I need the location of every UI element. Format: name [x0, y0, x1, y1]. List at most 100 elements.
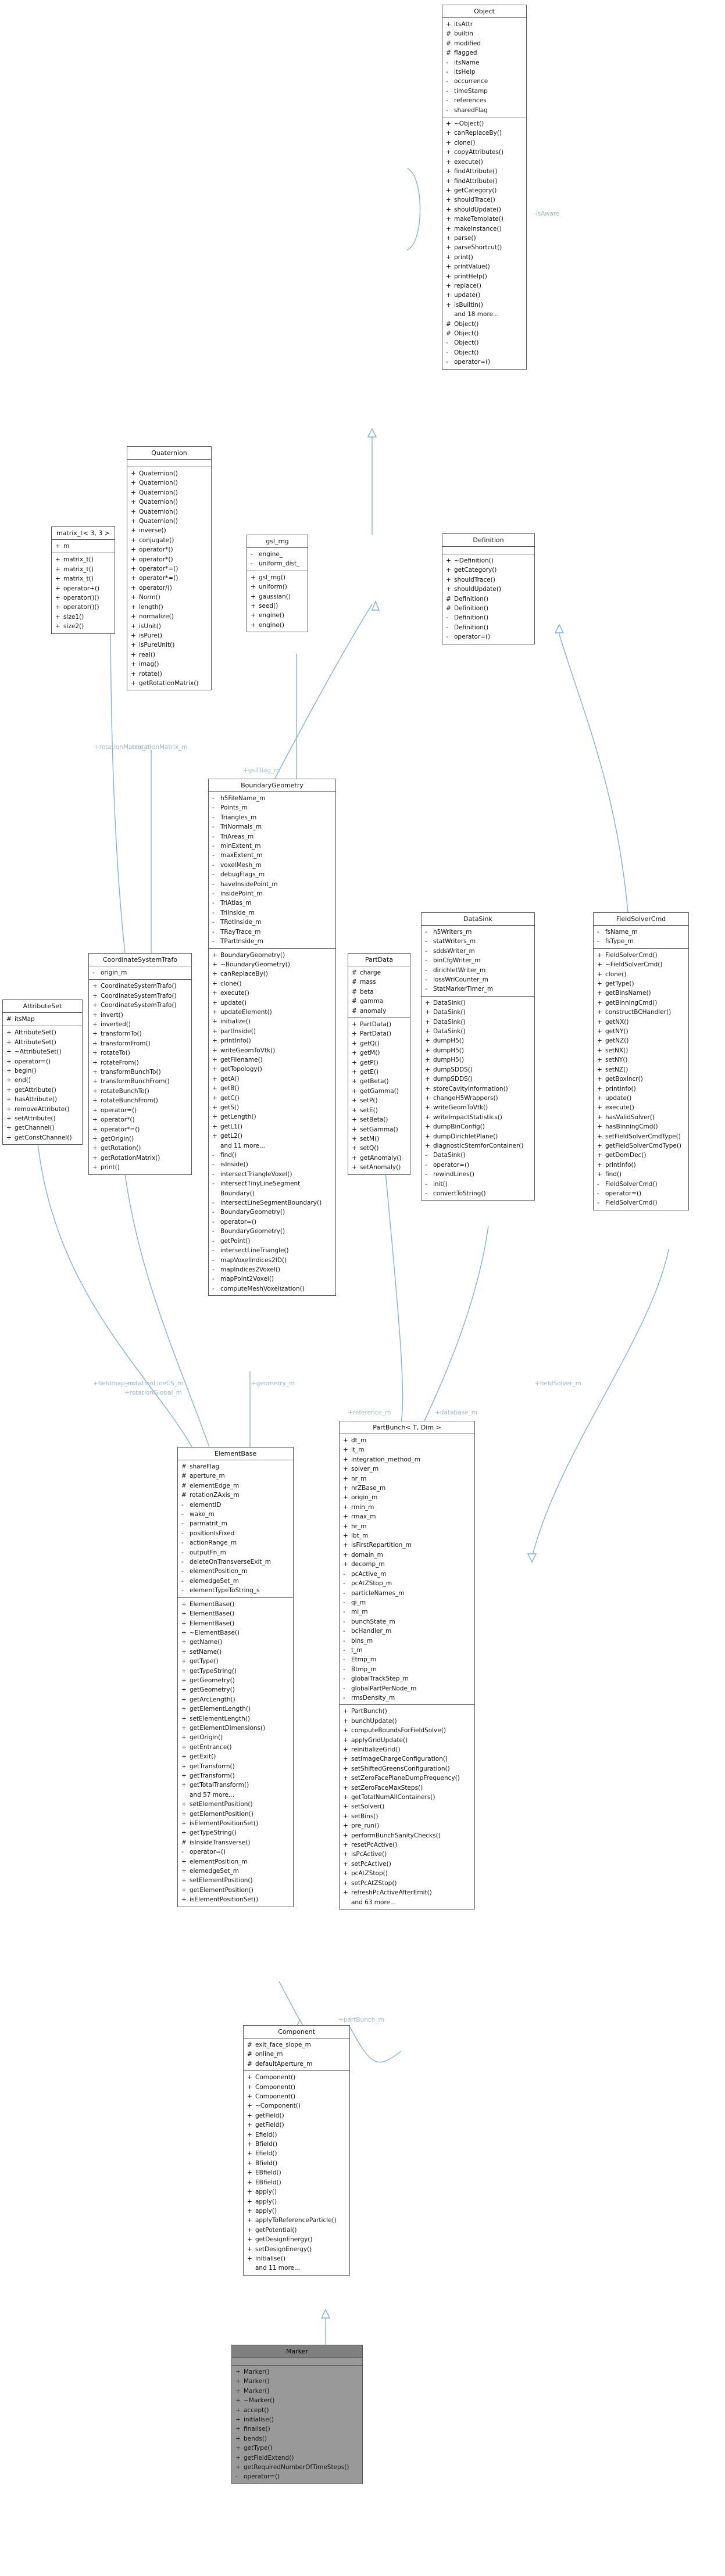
member-name: ElementBase() [190, 1610, 235, 1618]
member-name: dumpBinConfig() [433, 1123, 485, 1131]
visibility-marker: + [181, 1696, 187, 1703]
operation-row: +CoordinateSystemTrafo() [89, 981, 191, 991]
member-name: canReplaceBy() [220, 970, 269, 978]
member-name: Component() [255, 2074, 296, 2081]
member-name: itsName [454, 59, 480, 66]
member-name: getPotential() [255, 2226, 297, 2234]
class-elementbase[interactable]: ElementBase#shareFlag#aperture_m#element… [177, 1447, 294, 1907]
class-coordtrafo[interactable]: CoordinateSystemTrafo-origin_m+Coordinat… [88, 953, 192, 1175]
visibility-marker: + [425, 1009, 430, 1016]
member-name: bunchState_m [351, 1618, 395, 1625]
attribute-row: +dt_m [340, 1436, 474, 1445]
visibility-marker: + [343, 1879, 348, 1887]
member-name: getField() [255, 2112, 284, 2119]
visibility-marker: - [446, 87, 448, 95]
attribute-row: +lbt_m [340, 1531, 474, 1540]
class-marker[interactable]: Marker+Marker()+Marker()+Marker()+~Marke… [231, 2345, 363, 2484]
visibility-marker: # [352, 998, 357, 1005]
visibility-marker: + [92, 1135, 98, 1142]
visibility-marker: - [446, 78, 448, 85]
visibility-marker: + [131, 575, 136, 582]
member-name: setFieldSolverCmdType() [605, 1133, 681, 1140]
visibility-marker: - [212, 814, 215, 821]
member-name: imag() [139, 661, 159, 668]
member-name: DataSink() [433, 1028, 466, 1036]
member-name: real() [139, 651, 156, 658]
visibility-marker: - [212, 1209, 215, 1216]
visibility-marker: + [352, 1040, 357, 1047]
class-datasink[interactable]: DataSink-h5Writers_m-statWriters_m-sddsW… [421, 912, 535, 1201]
visibility-marker: + [131, 584, 136, 592]
member-name: and 11 more... [220, 1142, 266, 1149]
visibility-marker: + [247, 2207, 252, 2215]
operation-row: +reinitializeGrid() [340, 1745, 474, 1754]
operation-row: +parseShortcut() [442, 243, 526, 252]
member-name: shouldTrace() [454, 576, 495, 583]
visibility-marker: + [446, 206, 451, 213]
class-boundary[interactable]: BoundaryGeometry-h5FileName_m-Points_m-T… [208, 779, 336, 1296]
edge-fieldsolver-partbunch [531, 1249, 669, 1558]
class-attrset[interactable]: AttributeSet#itsMap+AttributeSet()+Attri… [2, 999, 83, 1145]
class-partbunch[interactable]: PartBunch< T, Dim >+dt_m+it_m+integratio… [339, 1421, 475, 1909]
attribute-row: -TriInside_m [209, 908, 335, 918]
member-name: rmin_m [351, 1503, 374, 1511]
visibility-marker: + [597, 999, 602, 1006]
member-name: isFirstRepartition_m [351, 1542, 412, 1549]
class-quaternion[interactable]: Quaternion+Quaternion()+Quaternion()+Qua… [127, 446, 212, 691]
member-name: FieldSolverCmd() [605, 951, 658, 959]
member-name: apply() [255, 2207, 277, 2215]
class-object[interactable]: Object+itsAttr#builtin#modified#flagged-… [442, 5, 527, 370]
member-name: operator*=() [139, 575, 178, 582]
class-partdata[interactable]: PartData#charge#mass#beta#gamma#anomaly+… [348, 953, 410, 1175]
visibility-marker: # [247, 2060, 252, 2068]
member-name: insidePoint_m [220, 890, 263, 898]
operation-row: +operator+() [52, 584, 115, 593]
visibility-marker: - [597, 1190, 599, 1197]
attribute-row: +rmax_m [340, 1512, 474, 1521]
member-name: setNZ() [605, 1066, 628, 1073]
visibility-marker: # [181, 1463, 187, 1470]
member-name: pcAtZStop_m [351, 1580, 392, 1588]
visibility-marker: + [181, 1600, 187, 1608]
member-name: intersectLineTriangle() [220, 1247, 289, 1255]
visibility-marker: + [235, 2445, 241, 2452]
visibility-marker: # [446, 330, 451, 337]
member-name: writeGeomToVtk() [433, 1104, 488, 1112]
operation-row: +getDesignEnergy() [244, 2235, 349, 2244]
attribute-row: +solver_m [340, 1464, 474, 1474]
operation-row: +initialise() [232, 2415, 362, 2424]
member-name: particleNames_m [351, 1589, 405, 1597]
member-name: minExtent_m [220, 843, 261, 850]
visibility-marker: + [597, 990, 602, 997]
visibility-marker: + [131, 613, 136, 621]
member-name: getTransform() [190, 1772, 235, 1779]
operation-row: +constructBCHandler() [594, 1008, 688, 1017]
member-name: outputFn_m [190, 1549, 226, 1556]
member-name: setName() [190, 1648, 222, 1656]
operation-row: +getBoxIncr() [594, 1074, 688, 1084]
class-gslrng[interactable]: gsl_rng-engine_-uniform_dist_+gsl_rng()+… [247, 535, 308, 633]
operation-row: +shouldTrace() [442, 575, 534, 585]
visibility-marker: + [352, 1116, 357, 1124]
member-name: Marker() [244, 2369, 270, 2376]
class-definition[interactable]: Definition+~Definition()+getCategory()+s… [442, 533, 535, 644]
operation-row: +getName() [178, 1638, 293, 1647]
member-name: execute() [454, 158, 483, 166]
class-matrix[interactable]: matrix_t< 3, 3 >+m+matrix_t()+matrix_t()… [51, 526, 115, 634]
class-fieldsolver[interactable]: FieldSolverCmd-fsName_m-fsType_m+FieldSo… [593, 912, 689, 1210]
member-name: and 18 more... [454, 311, 499, 318]
operations-section: +AttributeSet()+AttributeSet()+~Attribut… [3, 1026, 82, 1144]
attribute-row: -binCfgWriter_m [422, 956, 534, 965]
operation-row: +operator=() [89, 1106, 191, 1115]
class-title: DataSink [422, 913, 534, 926]
member-name: getConstChannel() [15, 1134, 72, 1141]
operation-row: +operator*() [89, 1115, 191, 1124]
visibility-marker: + [212, 999, 217, 1006]
operation-row: +ElementBase() [178, 1619, 293, 1628]
visibility-marker: + [247, 2122, 252, 2129]
visibility-marker: + [181, 1782, 187, 1789]
operation-row: +getType() [594, 979, 688, 988]
class-component[interactable]: Component#exit_face_slope_m#online_m#def… [243, 2025, 350, 2276]
visibility-marker: + [343, 1727, 348, 1735]
visibility-marker: - [343, 1589, 345, 1597]
